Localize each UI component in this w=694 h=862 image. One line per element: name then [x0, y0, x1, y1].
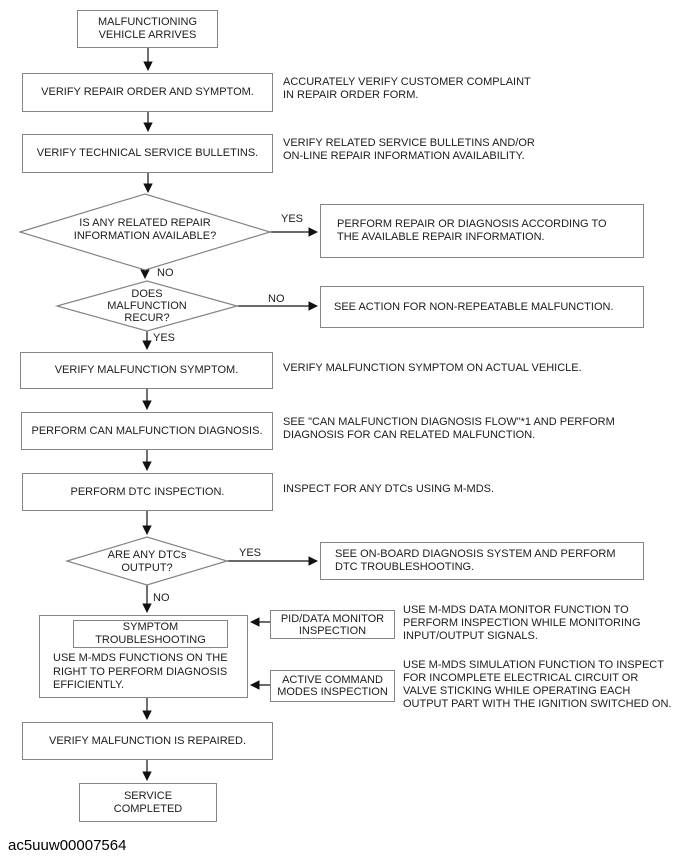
no-label-repair-info: NO: [157, 267, 174, 279]
symptom-troubleshooting-body: USE M-MDS FUNCTIONS ON THE RIGHT TO PERF…: [53, 652, 228, 691]
perform-dtc-node: PERFORM DTC INSPECTION.: [22, 473, 273, 511]
note-verify-repair-order: ACCURATELY VERIFY CUSTOMER COMPLAINT IN …: [283, 76, 531, 101]
no-label-recur: NO: [268, 293, 285, 305]
symptom-troubleshooting-node: SYMPTOM TROUBLESHOOTING USE M-MDS FUNCTI…: [39, 615, 248, 698]
decision-repair-info-diamond: [17, 193, 273, 271]
no-label-dtc: NO: [153, 592, 170, 604]
decision-recur-text: DOES MALFUNCTION RECUR?: [107, 288, 187, 324]
start-node: MALFUNCTIONING VEHICLE ARRIVES: [77, 10, 218, 48]
perform-can-node: PERFORM CAN MALFUNCTION DIAGNOSIS.: [21, 412, 273, 450]
note-verify-symptom: VERIFY MALFUNCTION SYMPTOM ON ACTUAL VEH…: [283, 362, 582, 374]
decision-recur-diamond: [54, 280, 240, 332]
verify-repair-order-label: VERIFY REPAIR ORDER AND SYMPTOM.: [41, 86, 254, 98]
service-completed-node: SERVICE COMPLETED: [79, 783, 217, 822]
arrow-lines: [140, 48, 318, 781]
figure-code: ac5uuw00007564: [8, 837, 127, 854]
active-command-node: ACTIVE COMMAND MODES INSPECTION: [270, 670, 395, 702]
see-action-node: SEE ACTION FOR NON-REPEATABLE MALFUNCTIO…: [320, 286, 644, 328]
verify-tsb-label: VERIFY TECHNICAL SERVICE BULLETINS.: [36, 147, 259, 159]
see-obd-node: SEE ON-BOARD DIAGNOSIS SYSTEM AND PERFOR…: [320, 542, 644, 580]
verify-repaired-node: VERIFY MALFUNCTION IS REPAIRED.: [22, 722, 273, 760]
start-line: MALFUNCTIONING: [98, 16, 197, 28]
yes-label-dtc: YES: [239, 547, 262, 559]
yes-label-recur: YES: [153, 332, 176, 344]
pid-monitor-node: PID/DATA MONITOR INSPECTION: [270, 610, 395, 639]
note-pid-monitor: USE M-MDS DATA MONITOR FUNCTION TO PERFO…: [403, 604, 641, 642]
note-perform-dtc: INSPECT FOR ANY DTCs USING M-MDS.: [283, 483, 495, 495]
verify-repair-order-node: VERIFY REPAIR ORDER AND SYMPTOM.: [22, 73, 273, 112]
symptom-troubleshooting-title-box: SYMPTOM TROUBLESHOOTING: [73, 620, 228, 648]
perform-repair-node: PERFORM REPAIR OR DIAGNOSIS ACCORDING TO…: [320, 204, 644, 258]
verify-tsb-node: VERIFY TECHNICAL SERVICE BULLETINS.: [22, 134, 273, 173]
note-perform-can: SEE "CAN MALFUNCTION DIAGNOSIS FLOW"*1 A…: [283, 416, 615, 441]
verify-symptom-node: VERIFY MALFUNCTION SYMPTOM.: [20, 352, 273, 389]
start-line: VEHICLE ARRIVES: [98, 29, 197, 41]
yes-label-repair-info: YES: [281, 213, 304, 225]
decision-dtc-diamond: [64, 536, 230, 586]
decision-repair-info-text: IS ANY RELATED REPAIR INFORMATION AVAILA…: [73, 217, 217, 242]
decision-dtc-text: ARE ANY DTCs OUTPUT?: [107, 549, 187, 574]
note-active-command: USE M-MDS SIMULATION FUNCTION TO INSPECT…: [403, 659, 672, 710]
note-verify-tsb: VERIFY RELATED SERVICE BULLETINS AND/OR …: [283, 137, 535, 162]
